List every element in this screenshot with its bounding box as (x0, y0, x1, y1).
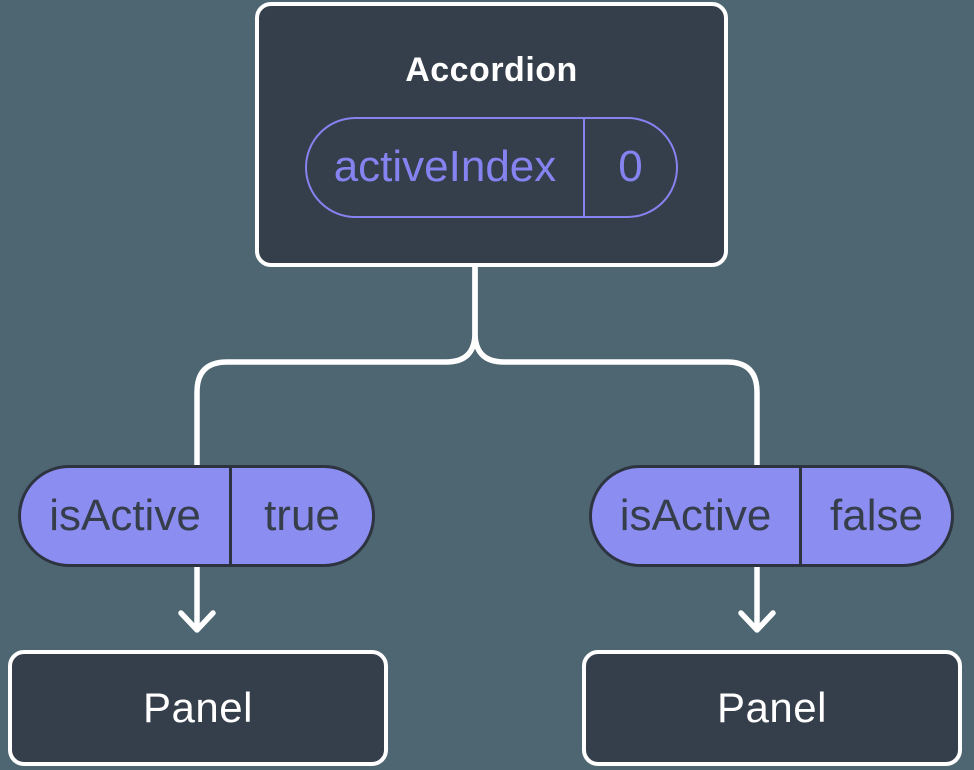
prop-pill-is-active-false: isActive false (589, 465, 954, 567)
branch-line-right (472, 259, 760, 632)
component-title: Accordion (405, 51, 578, 89)
arrow-down-icon (178, 610, 216, 633)
prop-value: true (264, 491, 340, 540)
prop-pill-is-active-true: isActive true (18, 465, 375, 567)
panel-component-node: Panel (582, 650, 962, 766)
branch-line-left (194, 259, 478, 632)
panel-component-node: Panel (8, 650, 388, 766)
arrow-down-icon (738, 610, 776, 633)
state-name: activeIndex (307, 118, 585, 216)
state-pill: activeIndex 0 (305, 116, 678, 218)
accordion-component-node: Accordion activeIndex 0 (255, 2, 728, 267)
prop-name: isActive (21, 468, 232, 564)
prop-name: isActive (592, 468, 802, 564)
state-value: 0 (618, 142, 643, 192)
prop-value: false (830, 491, 923, 540)
